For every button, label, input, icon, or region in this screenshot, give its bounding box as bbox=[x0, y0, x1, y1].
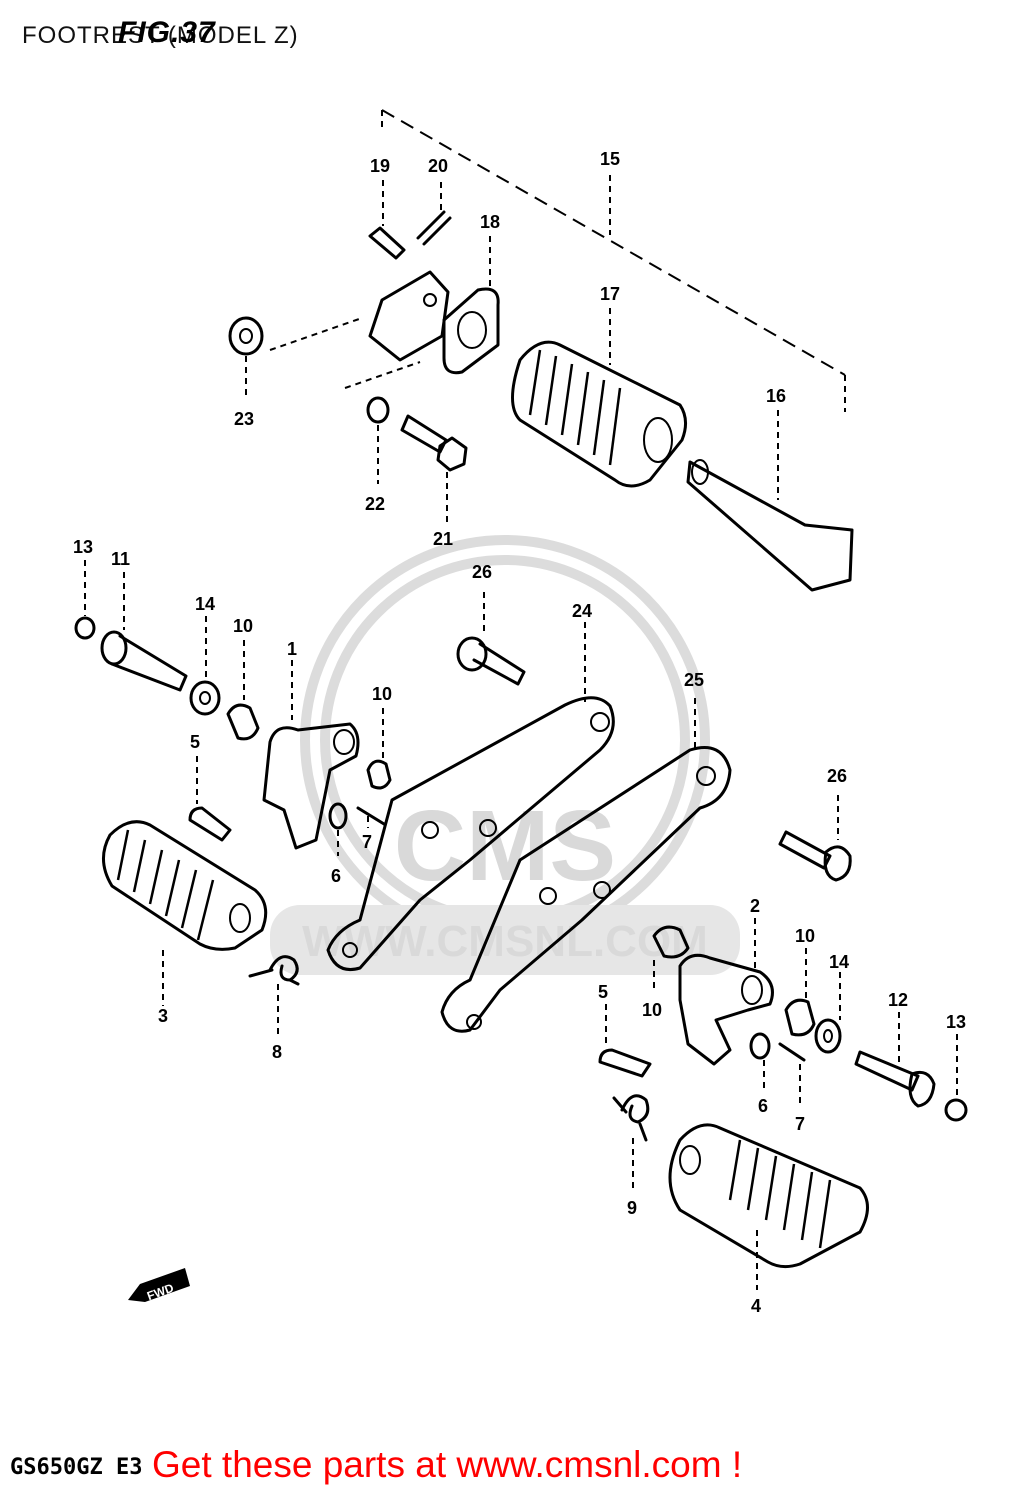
callout-6-left: 6 bbox=[331, 866, 341, 886]
part-19-bolt bbox=[368, 180, 406, 260]
watermark-url: WWW.CMSNL.COM bbox=[302, 917, 708, 966]
callout-10-left: 10 bbox=[233, 616, 253, 636]
callout-26-right: 26 bbox=[827, 766, 847, 786]
model-code: GS650GZ E3 bbox=[10, 1455, 143, 1480]
part-1-arm bbox=[262, 660, 360, 850]
part-24-bracket-plate bbox=[326, 622, 615, 971]
cmsnl-watermark: CMS WWW.CMSNL.COM bbox=[270, 535, 740, 975]
part-10-bushing-mid bbox=[366, 708, 392, 790]
part-2-arm bbox=[678, 918, 774, 1066]
part-9-spring bbox=[612, 1094, 650, 1192]
part-13-cap-nut bbox=[74, 560, 96, 640]
part-6-washer-right bbox=[749, 1032, 771, 1090]
part-17-rubber bbox=[511, 308, 687, 488]
part-7-cotter-pin-right bbox=[778, 1042, 806, 1108]
callout-19: 19 bbox=[370, 156, 390, 176]
callout-16: 16 bbox=[766, 386, 786, 406]
part-4-rubber bbox=[668, 1123, 869, 1290]
callout-labels: 19 20 18 15 17 23 22 21 16 13 11 14 10 1… bbox=[73, 149, 966, 1316]
part-12-pin bbox=[854, 1012, 936, 1108]
callout-3: 3 bbox=[158, 1006, 168, 1026]
callout-10-right: 10 bbox=[795, 926, 815, 946]
part-22-washer bbox=[366, 396, 390, 484]
fwd-arrow-icon: FWD bbox=[128, 1268, 190, 1303]
assembly-15-bracket bbox=[381, 109, 846, 412]
callout-7-right: 7 bbox=[795, 1114, 805, 1134]
callout-18: 18 bbox=[480, 212, 500, 232]
callout-2: 2 bbox=[750, 896, 760, 916]
part-8-spring bbox=[248, 955, 300, 1036]
callout-13-left: 13 bbox=[73, 537, 93, 557]
part-13-cap-nut-right bbox=[944, 1034, 968, 1122]
callout-21: 21 bbox=[433, 529, 453, 549]
callout-24: 24 bbox=[572, 601, 592, 621]
callout-14-right: 14 bbox=[829, 952, 849, 972]
part-14-washer bbox=[189, 616, 221, 716]
part-20-pin bbox=[416, 182, 452, 246]
part-14-washer-right bbox=[814, 972, 842, 1054]
callout-10-lower: 10 bbox=[642, 1000, 662, 1020]
callout-25: 25 bbox=[684, 670, 704, 690]
figure-number: FIG.37 bbox=[118, 16, 216, 49]
part-25-bracket-plate bbox=[440, 698, 732, 1033]
watermark-brand: CMS bbox=[394, 790, 616, 902]
part-10-bushing-far bbox=[784, 948, 816, 1037]
part-5-pin-right bbox=[598, 1004, 652, 1078]
part-26-bolt-right bbox=[778, 795, 852, 882]
callout-1: 1 bbox=[287, 639, 297, 659]
callout-12: 12 bbox=[888, 990, 908, 1010]
part-18-plate bbox=[442, 236, 500, 375]
callout-5-left: 5 bbox=[190, 732, 200, 752]
callout-7-left: 7 bbox=[362, 832, 372, 852]
diagram-title: FOOTREST (MODEL Z) bbox=[22, 22, 299, 49]
callout-20: 20 bbox=[428, 156, 448, 176]
callout-8: 8 bbox=[272, 1042, 282, 1062]
part-10-bushing-right bbox=[652, 925, 690, 990]
callout-10-mid: 10 bbox=[372, 684, 392, 704]
part-16-shaft bbox=[686, 410, 854, 592]
callout-23: 23 bbox=[234, 409, 254, 429]
callout-9: 9 bbox=[627, 1198, 637, 1218]
callout-13-right: 13 bbox=[946, 1012, 966, 1032]
part-7-cotter-pin bbox=[356, 806, 386, 828]
callout-14-left: 14 bbox=[195, 594, 215, 614]
part-5-pin bbox=[188, 756, 232, 842]
callout-5-right: 5 bbox=[598, 982, 608, 1002]
callout-22: 22 bbox=[365, 494, 385, 514]
part-26-bolt-upper bbox=[456, 592, 526, 686]
part-11-pin bbox=[100, 572, 188, 692]
callout-17: 17 bbox=[600, 284, 620, 304]
part-10-bushing bbox=[226, 640, 260, 741]
part-21-bolt bbox=[400, 414, 468, 522]
part-23-collar bbox=[228, 316, 264, 398]
part-3-rubber bbox=[102, 820, 268, 1006]
callout-15: 15 bbox=[600, 149, 620, 169]
callout-4: 4 bbox=[751, 1296, 761, 1316]
footrest-bracket bbox=[269, 270, 450, 389]
promo-link[interactable]: Get these parts at www.cmsnl.com ! bbox=[152, 1444, 743, 1485]
part-6-washer bbox=[328, 802, 348, 856]
callout-26-upper: 26 bbox=[472, 562, 492, 582]
callout-11: 11 bbox=[111, 549, 130, 569]
watermark-url-band bbox=[270, 905, 740, 975]
callout-6-right: 6 bbox=[758, 1096, 768, 1116]
